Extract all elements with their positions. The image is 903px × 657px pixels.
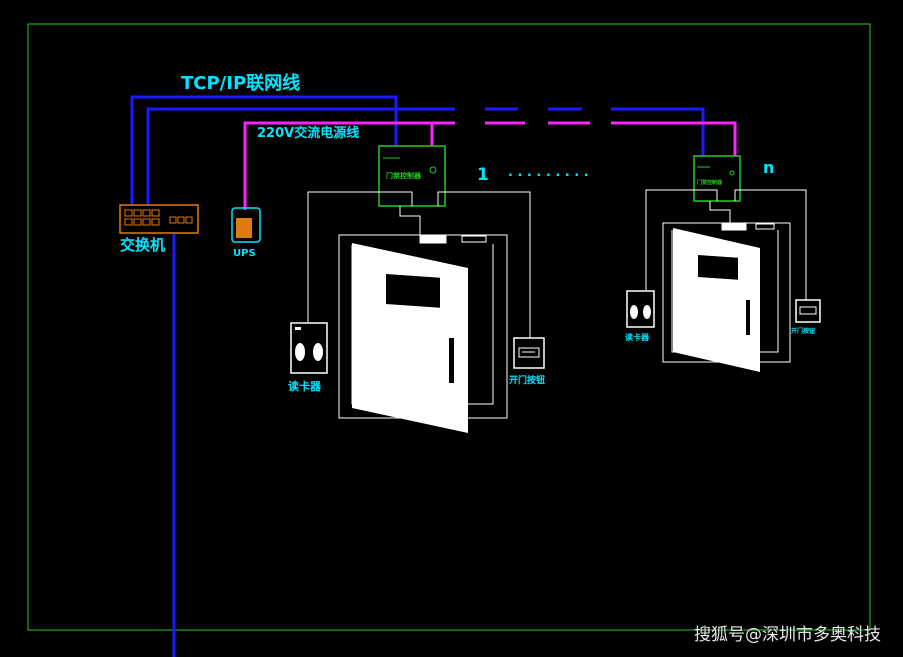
controller-label-1: 门禁控制器 (386, 171, 422, 180)
network-line-label: TCP/IP联网线 (181, 72, 300, 94)
card-reader-label-1: 读卡器 (288, 379, 322, 393)
door-index-n: n (763, 158, 774, 177)
power-lines (243, 121, 737, 210)
network-switch (119, 204, 199, 234)
door-panel-n (673, 228, 760, 372)
exit-button-label-n: 开门按钮 (791, 327, 815, 335)
exit-button-1 (513, 337, 545, 369)
exit-button-label-1: 开门按钮 (509, 374, 545, 386)
switch-label: 交换机 (120, 236, 165, 254)
watermark: 搜狐号@深圳市多奥科技 (694, 625, 881, 645)
power-line-label: 220V交流电源线 (257, 125, 359, 141)
ups-unit (231, 207, 261, 243)
door-handle-1 (449, 338, 454, 383)
door-index-dots: . . . . . . . . . (508, 165, 589, 180)
drawing-border (27, 23, 871, 631)
card-reader-1 (290, 322, 328, 374)
card-reader-n (626, 290, 655, 328)
door-window-1 (386, 274, 440, 308)
card-reader-label-n: 读卡器 (625, 332, 650, 342)
door-window-n (698, 254, 738, 280)
exit-button-n (795, 299, 821, 323)
ups-label: UPS (233, 248, 256, 259)
controller-label-n: 门禁控制器 (697, 179, 723, 186)
door-handle-n (746, 300, 750, 335)
door-index-1: 1 (477, 165, 489, 185)
